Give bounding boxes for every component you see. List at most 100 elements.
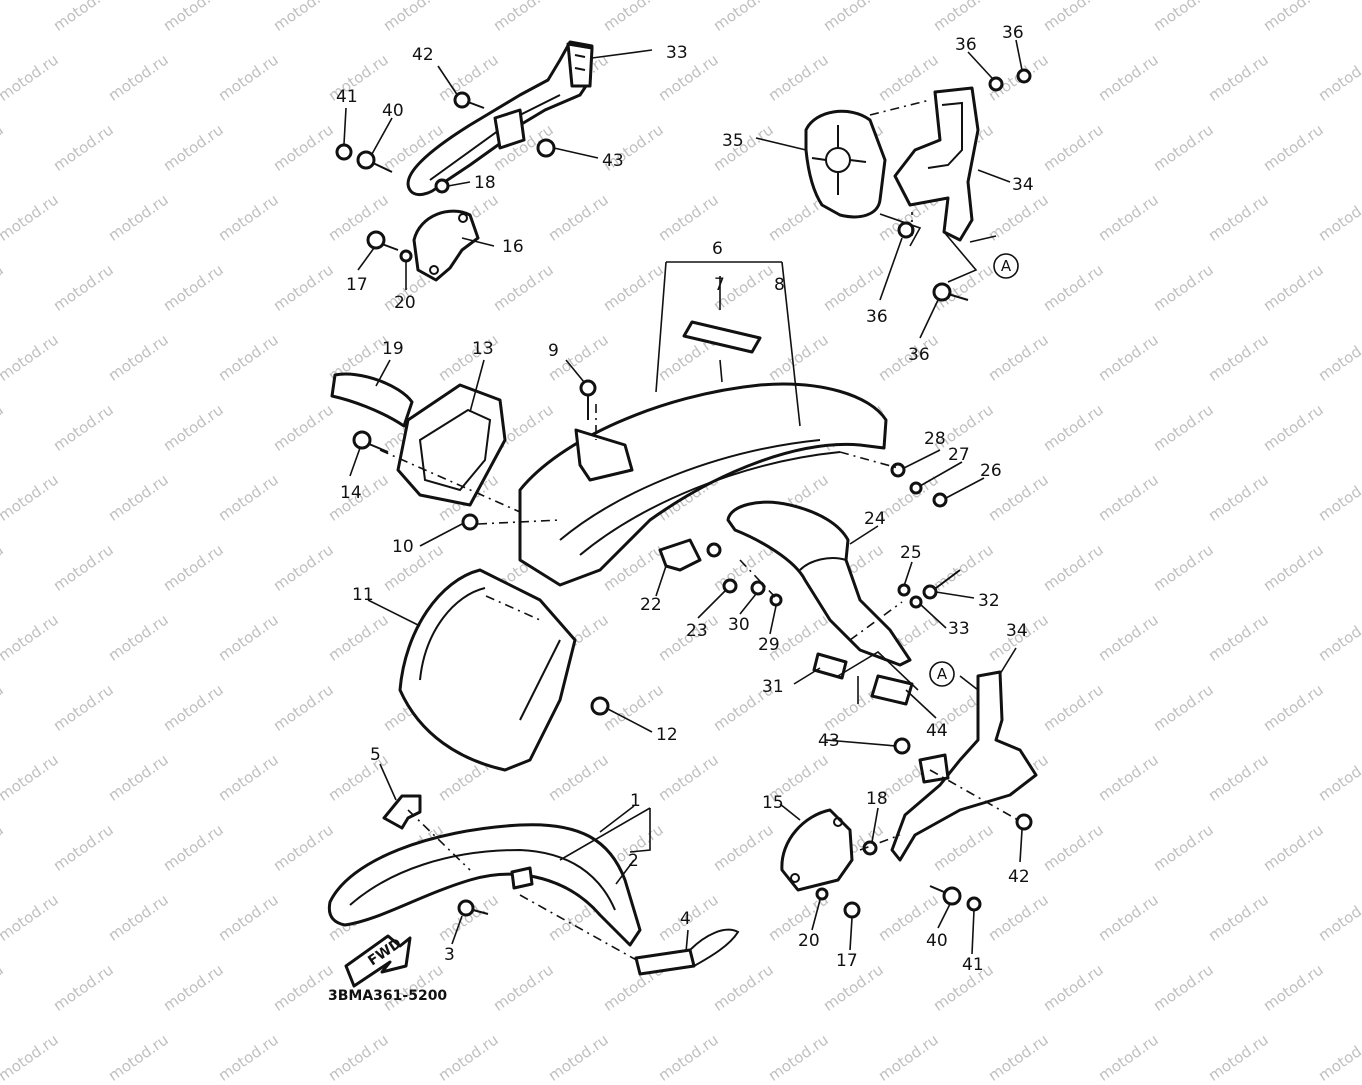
watermark-text: motod.ru (545, 1030, 612, 1085)
nut-41-bottom (966, 896, 982, 912)
callout-32: 33 (948, 619, 970, 639)
washer-18-top (434, 178, 450, 194)
bolt-25 (932, 492, 948, 508)
callout-17-bottom: 17 (836, 951, 858, 971)
bolt-17-top (366, 230, 399, 251)
bolt-3 (457, 899, 489, 917)
callout-4: 4 (680, 909, 691, 929)
callout-40-top: 40 (382, 101, 404, 121)
assembly-lines (379, 99, 1019, 963)
callout-40-bottom: 40 (926, 931, 948, 951)
callout-27: 28 (924, 429, 946, 449)
callout-43-mid: 43 (818, 731, 840, 751)
callout-5: 5 (370, 745, 381, 765)
watermark-text: motod.ru (0, 1030, 62, 1085)
callout-43-top: 43 (602, 151, 624, 171)
bolt-17-bottom (843, 901, 861, 919)
callout-26: 27 (948, 445, 970, 465)
callout-29: 30 (728, 615, 750, 635)
callout-8: 8 (774, 275, 785, 295)
callout-42-bottom: 42 (1008, 867, 1030, 887)
callout-30: 31 (762, 677, 784, 697)
bolt-42-bottom (1015, 813, 1033, 831)
callout-15: 15 (762, 793, 784, 813)
callout-19: 19 (382, 339, 404, 359)
callout-12: 12 (656, 725, 678, 745)
cover-15 (780, 808, 854, 892)
callout-33: 34 (1006, 621, 1028, 641)
callout-38: 36 (955, 35, 977, 55)
backrest-pad-37 (804, 109, 887, 219)
callout-35: 34 (1012, 175, 1034, 195)
callout-21: 22 (640, 595, 662, 615)
svg-text:A: A (937, 665, 948, 683)
leader-lines (343, 39, 1023, 955)
watermark-text: motod.ru (215, 1030, 282, 1085)
washer-26 (909, 481, 923, 495)
bracket-5 (382, 794, 422, 830)
emblem-7 (682, 320, 762, 354)
callout-13: 13 (472, 339, 494, 359)
callout-34: 33 (666, 43, 688, 63)
bolt-31 (922, 569, 961, 600)
callout-36-a: 36 (866, 307, 888, 327)
bolt-12 (590, 696, 610, 716)
watermark-text: motod.ru (435, 1030, 502, 1085)
callout-37: 35 (722, 131, 744, 151)
callout-18-top: 18 (474, 173, 496, 193)
lens-19 (330, 372, 414, 428)
nut-39 (1016, 68, 1032, 84)
watermark-text: motod.ru (985, 1030, 1052, 1085)
callout-3: 3 (444, 945, 455, 965)
bolt-22 (722, 578, 738, 594)
flap-23 (726, 500, 912, 667)
nut-41-top (335, 143, 353, 161)
front-fender-1 (327, 823, 642, 947)
nut-29 (750, 580, 766, 596)
callout-42-top: 42 (412, 45, 434, 65)
callout-6: 6 (712, 239, 723, 259)
bolt-43-top (536, 138, 556, 158)
bolt-10 (461, 513, 479, 531)
backrest-stay-35 (893, 86, 980, 242)
callout-17-top: 17 (346, 275, 368, 295)
fwd-arrow (344, 934, 412, 988)
callout-11: 11 (352, 585, 374, 605)
reference-marker-a-bottom: A (929, 661, 955, 687)
rear-fender-6 (518, 382, 888, 587)
washer-20-top (399, 249, 413, 263)
bracket-13 (396, 383, 507, 507)
callout-20-bottom: 20 (798, 931, 820, 951)
callout-1: 1 (630, 791, 641, 811)
svg-text:A: A (1001, 257, 1012, 275)
clamp-4 (634, 928, 740, 976)
callout-44: 44 (926, 721, 948, 741)
watermark-text: motod.ru (655, 1030, 722, 1085)
bolt-40-bottom (929, 885, 962, 906)
callouts: 33 42 41 40 43 18 16 17 20 36 36 35 34 3… (336, 23, 1034, 975)
group-brackets (559, 213, 978, 861)
callout-7: 7 (714, 275, 725, 295)
callout-23: 24 (864, 509, 886, 529)
bracket-21 (658, 538, 722, 572)
bolt-43-mid (893, 737, 911, 755)
bolt-36-b (932, 282, 969, 302)
callout-18-bottom: 18 (866, 789, 888, 809)
callout-9: 9 (548, 341, 559, 361)
bolt-40-top (356, 150, 393, 173)
bolt-42-top (453, 91, 485, 109)
bolt-14 (352, 430, 389, 453)
watermark-text: motod.ru (1205, 1030, 1272, 1085)
callout-41-bottom: 41 (962, 955, 984, 975)
inner-fender-11 (398, 568, 577, 772)
watermark-text: motod.ru (1095, 1030, 1162, 1085)
washer-20-bottom (815, 887, 829, 901)
bolt-9 (579, 379, 597, 420)
watermark-text: motod.ru (325, 1030, 392, 1085)
callout-22: 23 (686, 621, 708, 641)
callout-36-b: 36 (908, 345, 930, 365)
callout-10: 10 (392, 537, 414, 557)
washer-24 (897, 583, 911, 597)
diagram-code: 3BMA361-5200 (328, 988, 447, 1004)
